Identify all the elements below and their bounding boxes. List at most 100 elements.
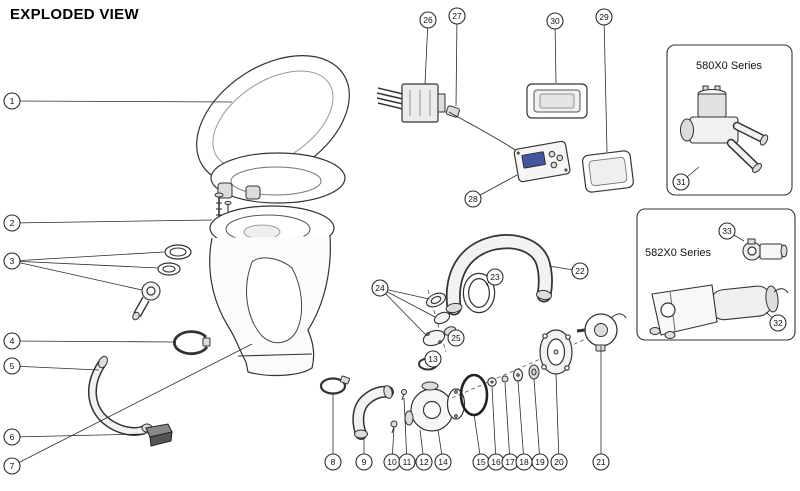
callout-24: 24: [371, 279, 389, 297]
faceplate-illustration: [526, 83, 588, 119]
callout-13: 13: [424, 350, 442, 368]
callout-4: 4: [3, 332, 21, 350]
hose-clamp-illustration: [319, 375, 351, 395]
callout-21: 21: [592, 453, 610, 471]
callout-8: 8: [324, 453, 342, 471]
svg-text:23: 23: [490, 272, 500, 282]
svg-text:9: 9: [362, 457, 367, 467]
leader-line-16: [491, 386, 497, 463]
motor-illustration: [576, 313, 627, 352]
svg-text:22: 22: [575, 266, 585, 276]
series-582x0-label: 582X0 Series: [645, 247, 712, 259]
svg-text:32: 32: [773, 318, 783, 328]
callout-7: 7: [3, 457, 21, 475]
svg-text:20: 20: [554, 457, 564, 467]
leader-line-26: [424, 19, 429, 85]
svg-text:13: 13: [428, 354, 438, 364]
inset-box-580x0: [666, 44, 793, 196]
assembly-axis-line: [451, 337, 589, 399]
svg-text:15: 15: [476, 457, 486, 467]
callout-5: 5: [3, 357, 21, 375]
callout-17: 17: [501, 453, 519, 471]
svg-text:3: 3: [10, 256, 15, 266]
inset-box-582x0: [636, 208, 796, 341]
leader-line-19: [533, 378, 541, 463]
callout-20: 20: [550, 453, 568, 471]
callout-26: 26: [419, 11, 437, 29]
callout-32: 32: [769, 314, 787, 332]
callout-25: 25: [447, 329, 465, 347]
callout-33: 33: [718, 222, 736, 240]
callout-23: 23: [486, 268, 504, 286]
svg-text:14: 14: [438, 457, 448, 467]
svg-text:19: 19: [535, 457, 545, 467]
solenoid-valve-illustration: [680, 85, 769, 173]
svg-text:16: 16: [491, 457, 501, 467]
leader-line-7: [11, 343, 253, 467]
leader-line-3: [11, 260, 143, 291]
svg-text:17: 17: [505, 457, 515, 467]
control-panel-illustration: [513, 140, 571, 183]
callout-9: 9: [355, 453, 373, 471]
svg-text:21: 21: [596, 457, 606, 467]
rubber-block-illustration: [145, 423, 173, 447]
series-580x0-label: 580X0 Series: [696, 60, 763, 72]
small-parts-illustration: [487, 364, 540, 387]
callout-29: 29: [595, 8, 613, 26]
discharge-elbow-illustration: [445, 234, 553, 316]
svg-text:6: 6: [10, 432, 15, 442]
svg-text:29: 29: [599, 12, 609, 22]
leader-line-27: [455, 15, 458, 107]
leader-line-17: [504, 382, 511, 463]
leader-line-24: [379, 287, 436, 318]
callout-2: 2: [3, 214, 21, 232]
svg-text:26: 26: [423, 15, 433, 25]
svg-text:27: 27: [452, 11, 462, 21]
svg-text:18: 18: [519, 457, 529, 467]
toilet-seat-illustration: [210, 152, 346, 204]
callout-6: 6: [3, 428, 21, 446]
callout-15: 15: [472, 453, 490, 471]
svg-text:24: 24: [375, 283, 385, 293]
diaphragm-pump-illustration: [649, 284, 789, 339]
leader-line-11: [403, 397, 408, 463]
check-valve-illustration: [742, 238, 788, 261]
svg-text:7: 7: [10, 461, 15, 471]
callout-1: 1: [3, 92, 21, 110]
cover-plate-illustration: [539, 329, 573, 375]
svg-text:31: 31: [676, 177, 686, 187]
callout-28: 28: [464, 190, 482, 208]
callout-10: 10: [383, 453, 401, 471]
toilet-bowl-base-illustration: [209, 205, 335, 377]
fittings-illustration: [422, 289, 457, 353]
leader-line-3: [11, 251, 165, 262]
blank-cover-illustration: [581, 150, 634, 193]
oring-illustration: [459, 373, 489, 417]
leader-line-5: [11, 365, 100, 371]
leader-line-2: [11, 219, 213, 224]
leader-line-3: [11, 260, 159, 269]
callout-12: 12: [415, 453, 433, 471]
leader-line-6: [11, 433, 146, 438]
leader-line-30: [554, 20, 557, 84]
svg-text:1: 1: [10, 96, 15, 106]
callout-31: 31: [672, 173, 690, 191]
svg-text:12: 12: [419, 457, 429, 467]
seal-kit-illustration: [132, 244, 192, 321]
clamp-ring-illustration: [173, 330, 211, 356]
svg-text:25: 25: [451, 333, 461, 343]
callout-30: 30: [546, 12, 564, 30]
callout-18: 18: [515, 453, 533, 471]
hose-ring-illustration: [462, 272, 496, 314]
svg-text:28: 28: [468, 194, 478, 204]
inlet-hose-illustration: [352, 385, 394, 440]
svg-text:8: 8: [331, 457, 336, 467]
screws-illustration: [390, 389, 407, 434]
svg-text:33: 33: [722, 226, 732, 236]
wiring-harness-illustration: [376, 83, 519, 153]
leader-line-4: [11, 340, 175, 343]
callout-27: 27: [448, 7, 466, 25]
